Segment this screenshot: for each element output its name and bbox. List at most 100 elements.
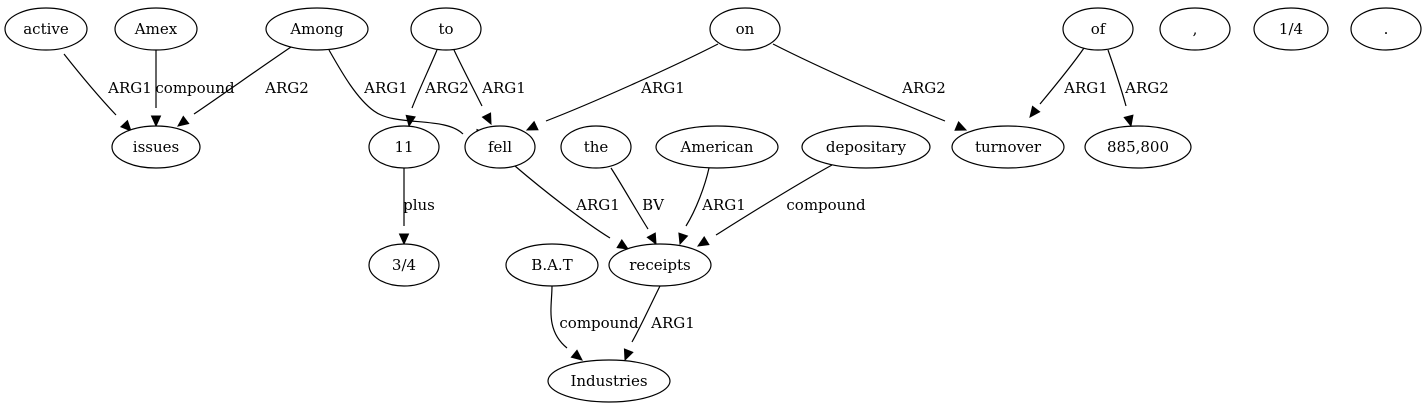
edge-line xyxy=(550,285,568,349)
edge-to-to-fell: ARG1 xyxy=(453,49,526,126)
node-receipts: receipts xyxy=(608,243,712,287)
arrowhead-icon xyxy=(481,112,492,126)
arrowhead-icon xyxy=(405,114,416,128)
node-turnover: turnover xyxy=(951,125,1065,169)
node-label: of xyxy=(1091,20,1107,38)
edge-label: ARG2 xyxy=(264,79,309,97)
node-label: Industries xyxy=(570,372,647,390)
node-among: Among xyxy=(265,7,369,51)
node-active: active xyxy=(4,7,88,51)
arrowhead-icon xyxy=(1029,105,1041,118)
node-label: B.A.T xyxy=(531,256,572,274)
arrowhead-icon xyxy=(623,348,634,362)
edge-line xyxy=(772,43,946,122)
node-bat: B.A.T xyxy=(505,243,599,287)
node-ellipse xyxy=(655,125,779,169)
node-quarter: 1/4 xyxy=(1253,7,1329,51)
edge-label: compound xyxy=(786,196,866,214)
node-label: active xyxy=(23,20,69,38)
edge-label: ARG1 xyxy=(1063,79,1108,97)
edge-on-to-fell: ARG1 xyxy=(525,43,719,131)
edge-line xyxy=(685,167,710,227)
edge-line xyxy=(1107,49,1127,107)
arrowhead-icon xyxy=(646,232,657,246)
edge-label: ARG2 xyxy=(1124,79,1169,97)
edge-amex-to-issues: compound xyxy=(150,49,235,128)
edge-label: ARG1 xyxy=(363,79,408,97)
arrowhead-icon xyxy=(177,115,190,127)
node-ellipse xyxy=(1062,7,1134,51)
node-ellipse xyxy=(1159,7,1231,51)
node-label: 1/4 xyxy=(1279,20,1303,38)
arrowhead-icon xyxy=(150,115,162,128)
node-american: American xyxy=(655,125,779,169)
node-ellipse xyxy=(1253,7,1329,51)
arrowhead-icon xyxy=(616,239,630,250)
edge-line xyxy=(610,167,649,230)
edge-label: plus xyxy=(403,196,435,214)
node-label: the xyxy=(584,138,609,156)
node-issues: issues xyxy=(111,125,201,169)
edge-line xyxy=(631,285,661,343)
node-label: , xyxy=(1193,20,1198,38)
edge-bat-to-industries: compound xyxy=(550,285,639,361)
edge-label: ARG1 xyxy=(575,196,620,214)
edge-label: compound xyxy=(559,314,639,332)
edge-the-to-receipts: BV xyxy=(610,167,665,246)
node-num885800: 885,800 xyxy=(1084,125,1192,169)
node-depositary: depositary xyxy=(801,125,931,169)
arrowhead-icon xyxy=(525,120,539,131)
node-label: Among xyxy=(289,20,344,38)
node-label: receipts xyxy=(629,256,690,274)
edge-label: ARG1 xyxy=(640,79,685,97)
node-ellipse xyxy=(505,243,599,287)
node-ellipse xyxy=(464,125,536,169)
node-to: to xyxy=(410,7,482,51)
edge-line xyxy=(328,49,464,135)
node-on: on xyxy=(709,7,781,51)
node-ellipse xyxy=(4,7,88,51)
edge-label: ARG1 xyxy=(107,79,152,97)
edge-line xyxy=(715,164,833,236)
node-ellipse xyxy=(114,7,198,51)
edge-depositary-to-receipts: compound xyxy=(696,164,866,247)
edge-line xyxy=(453,49,483,107)
arrowhead-icon xyxy=(398,233,410,246)
node-ellipse xyxy=(560,125,632,169)
arrowhead-icon xyxy=(678,232,689,246)
node-comma: , xyxy=(1159,7,1231,51)
node-ellipse xyxy=(801,125,931,169)
arrowhead-icon xyxy=(570,349,583,361)
edge-eleven-to-three_quarters: plus xyxy=(398,167,435,246)
node-eleven: 11 xyxy=(368,125,440,169)
edge-label: ARG1 xyxy=(650,314,695,332)
node-label: on xyxy=(736,20,755,38)
edge-label: ARG1 xyxy=(701,196,746,214)
node-industries: Industries xyxy=(547,359,671,403)
edge-fell-to-receipts: ARG1 xyxy=(514,165,630,250)
node-of: of xyxy=(1062,7,1134,51)
edge-of-to-turnover: ARG1 xyxy=(1029,47,1108,118)
node-ellipse xyxy=(111,125,201,169)
node-period: . xyxy=(1350,7,1422,51)
edge-line xyxy=(63,53,117,116)
node-label: 11 xyxy=(394,138,413,156)
node-label: fell xyxy=(488,138,512,156)
node-label: issues xyxy=(133,138,179,156)
edge-of-to-num885800: ARG2 xyxy=(1107,49,1169,128)
node-label: 885,800 xyxy=(1107,138,1169,156)
edge-label: ARG1 xyxy=(481,79,526,97)
node-fell: fell xyxy=(464,125,536,169)
edge-among-to-issues: ARG2 xyxy=(177,46,309,127)
node-ellipse xyxy=(265,7,369,51)
edge-american-to-receipts: ARG1 xyxy=(678,167,746,246)
edge-receipts-to-industries: ARG1 xyxy=(623,285,695,362)
edge-line xyxy=(1039,47,1085,105)
arrowhead-icon xyxy=(119,119,132,132)
arrowhead-icon xyxy=(1123,114,1134,128)
node-ellipse xyxy=(709,7,781,51)
node-label: American xyxy=(680,138,754,156)
node-ellipse xyxy=(1350,7,1422,51)
